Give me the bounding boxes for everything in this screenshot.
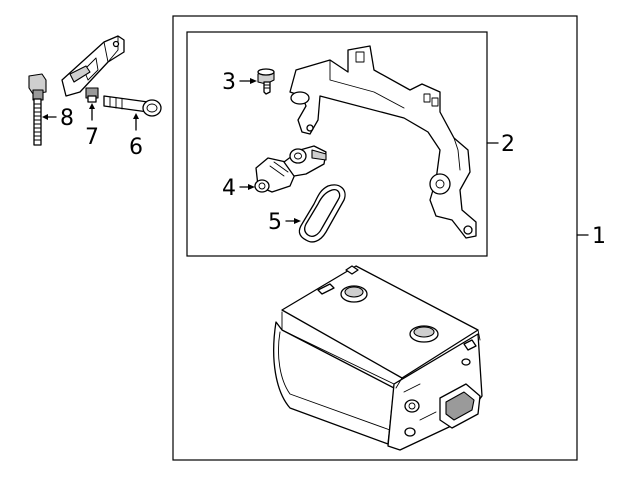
callout-6: 6 (129, 135, 143, 160)
callout-6-arrow (133, 113, 139, 119)
callout-5: 5 (268, 210, 282, 235)
hose-part-5 (298, 184, 346, 243)
callout-3: 3 (222, 70, 236, 95)
assembly-box (172, 15, 578, 461)
callout-7: 7 (85, 125, 99, 150)
sensor-arm-part-7 (61, 35, 125, 103)
callout-2: 2 (501, 132, 515, 157)
screw-part-3 (257, 68, 275, 95)
callout-5-arrow (294, 218, 301, 224)
actuator-part-4 (254, 145, 327, 193)
callout-1: 1 (592, 224, 606, 249)
callout-8-arrow (42, 114, 48, 120)
callout-4-arrow (248, 184, 255, 190)
mounting-bracket-part-2 (289, 45, 477, 239)
callout-4: 4 (222, 176, 236, 201)
callout-7-arrow (89, 103, 95, 109)
strap-part-8 (28, 73, 47, 146)
callout-3-arrow (250, 78, 257, 84)
bracket-box (186, 31, 488, 257)
callout-8: 8 (60, 106, 74, 131)
module-housing-part-1 (273, 265, 483, 451)
pin-part-6 (103, 95, 162, 117)
